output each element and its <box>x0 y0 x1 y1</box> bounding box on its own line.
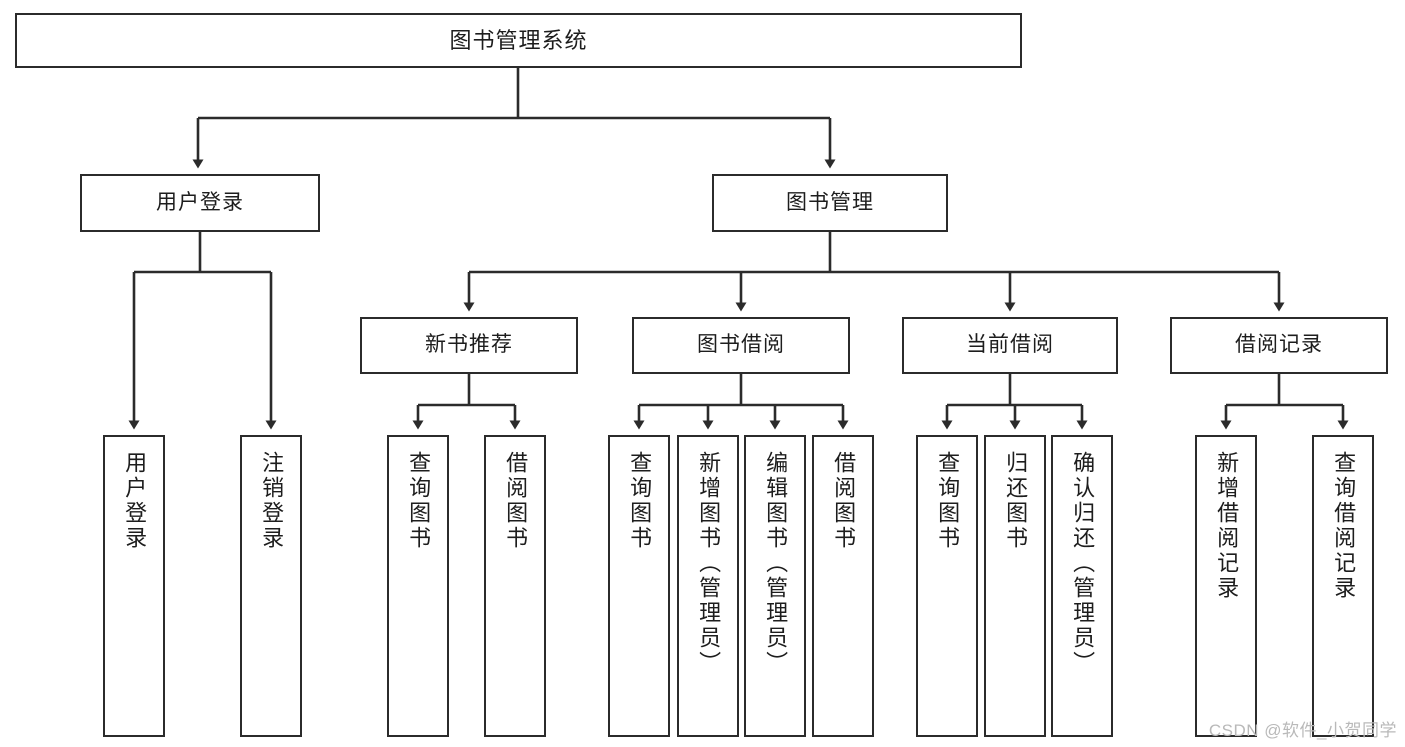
edges-user-login <box>128 232 277 430</box>
node-leaf-rec-query-book-label: 查询图书 <box>406 451 432 551</box>
edges-book-manage <box>463 232 1285 312</box>
node-leaf-borrow-edit-book-label: 编辑图书（管理员） <box>763 451 789 676</box>
node-leaf-record-query[interactable]: 查询借阅记录 <box>1312 435 1374 737</box>
node-book-borrow-label: 图书借阅 <box>697 333 785 357</box>
node-leaf-rec-borrow-book[interactable]: 借阅图书 <box>484 435 546 737</box>
node-leaf-user-logout-label: 注销登录 <box>259 451 285 551</box>
node-user-login[interactable]: 用户登录 <box>80 174 320 232</box>
node-leaf-borrow-query-book-label: 查询图书 <box>627 451 653 551</box>
edges-root <box>192 68 836 169</box>
node-leaf-rec-query-book[interactable]: 查询图书 <box>387 435 449 737</box>
node-leaf-user-login[interactable]: 用户登录 <box>103 435 165 737</box>
node-leaf-borrow-query-book[interactable]: 查询图书 <box>608 435 670 737</box>
edges-current-borrow <box>941 374 1088 430</box>
node-root[interactable]: 图书管理系统 <box>15 13 1022 68</box>
node-leaf-user-logout[interactable]: 注销登录 <box>240 435 302 737</box>
node-leaf-current-query-book[interactable]: 查询图书 <box>916 435 978 737</box>
node-book-manage[interactable]: 图书管理 <box>712 174 948 232</box>
node-leaf-current-return-book-label: 归还图书 <box>1003 451 1029 551</box>
node-book-manage-label: 图书管理 <box>786 190 874 214</box>
node-leaf-borrow-borrow-book[interactable]: 借阅图书 <box>812 435 874 737</box>
node-leaf-current-query-book-label: 查询图书 <box>935 451 961 551</box>
node-new-book-rec[interactable]: 新书推荐 <box>360 317 578 374</box>
node-leaf-record-query-label: 查询借阅记录 <box>1331 451 1357 601</box>
node-leaf-borrow-edit-book[interactable]: 编辑图书（管理员） <box>744 435 806 737</box>
node-book-borrow[interactable]: 图书借阅 <box>632 317 850 374</box>
node-borrow-record-label: 借阅记录 <box>1235 333 1323 357</box>
edges-book-borrow <box>633 374 849 430</box>
node-leaf-borrow-add-book-label: 新增图书（管理员） <box>696 451 722 676</box>
node-leaf-record-add[interactable]: 新增借阅记录 <box>1195 435 1257 737</box>
node-leaf-borrow-add-book[interactable]: 新增图书（管理员） <box>677 435 739 737</box>
node-leaf-current-confirm-return[interactable]: 确认归还（管理员） <box>1051 435 1113 737</box>
node-leaf-rec-borrow-book-label: 借阅图书 <box>503 451 529 551</box>
node-leaf-borrow-borrow-book-label: 借阅图书 <box>831 451 857 551</box>
node-leaf-user-login-label: 用户登录 <box>122 451 148 551</box>
edges-new-book-rec <box>412 374 521 430</box>
node-current-borrow-label: 当前借阅 <box>966 333 1054 357</box>
node-current-borrow[interactable]: 当前借阅 <box>902 317 1118 374</box>
node-root-label: 图书管理系统 <box>449 27 588 53</box>
node-borrow-record[interactable]: 借阅记录 <box>1170 317 1388 374</box>
node-leaf-current-confirm-return-label: 确认归还（管理员） <box>1070 451 1096 676</box>
node-user-login-label: 用户登录 <box>156 190 244 214</box>
node-leaf-current-return-book[interactable]: 归还图书 <box>984 435 1046 737</box>
node-leaf-record-add-label: 新增借阅记录 <box>1214 451 1240 601</box>
node-new-book-rec-label: 新书推荐 <box>425 333 513 357</box>
edges-borrow-record <box>1220 374 1349 430</box>
